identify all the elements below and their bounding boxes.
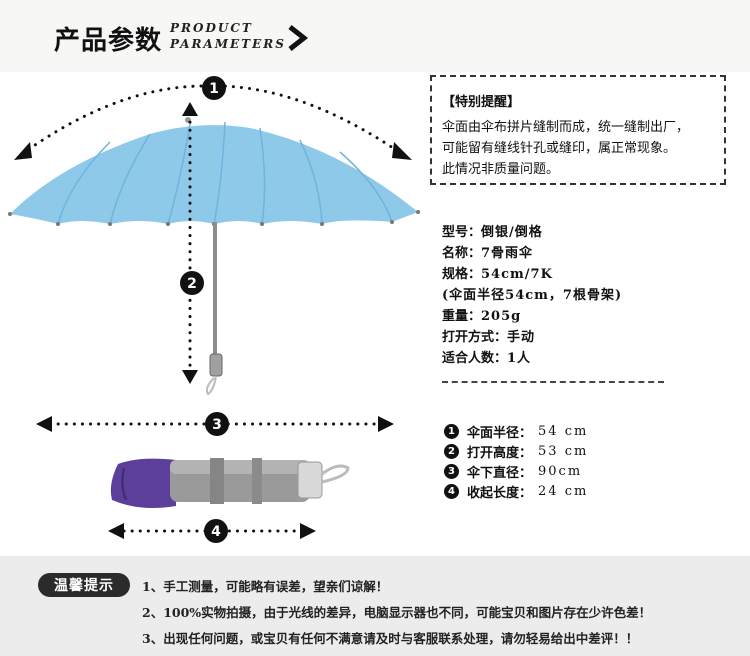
spec-row: 名称：7骨雨伞 (442, 243, 732, 264)
dimension-row: 3 伞下直径： 90cm (444, 461, 588, 481)
folded-umbrella (110, 458, 350, 508)
tips-badge: 温馨提示 (38, 573, 130, 597)
notice-box: 【特别提醒】 伞面由伞布拼片缝制而成，统一缝制出厂， 可能留有缝线针孔或缝印，属… (430, 75, 726, 185)
dimension-row: 2 打开高度： 53 cm (444, 441, 588, 461)
spec-value: 205g (481, 309, 522, 324)
dimension-value: 90cm (538, 463, 583, 479)
marker-1-label: 1 (209, 81, 219, 97)
dimension-label: 打开高度： (467, 445, 533, 461)
spec-value: 1人 (507, 351, 532, 366)
title-en-line2: PARAMETERS (170, 37, 286, 51)
marker-3 (205, 412, 229, 436)
marker-4 (204, 519, 228, 543)
spec-key: 打开方式： (442, 330, 508, 345)
marker-3-label: 3 (212, 417, 222, 433)
spec-row: 型号：倒银/倒格 (442, 222, 732, 243)
spec-key: 重量： (442, 309, 482, 324)
spec-key: 型号： (442, 225, 482, 240)
divider (442, 381, 664, 383)
footer-tips: 温馨提示 1、手工测量，可能略有误差，望亲们谅解！ 2、100%实物拍摄，由于光… (0, 556, 750, 656)
dimension-list: 1 伞面半径： 54 cm 2 打开高度： 53 cm 3 伞下直径： 90cm 4 收起长度… (444, 421, 588, 501)
spec-value: (伞面半径54cm，7根骨架) (442, 288, 623, 303)
tip-line: 2、100%实物拍摄，由于光线的差异，电脑显示器也不同，可能宝贝和图片存在少许色… (142, 605, 652, 620)
spec-list: 型号：倒银/倒格 名称：7骨雨伞 规格：54cm/7K (伞面半径54cm，7根… (442, 222, 732, 369)
dimension-value: 24 cm (538, 483, 589, 499)
dimension-label: 伞面半径： (467, 425, 533, 441)
spec-row: 重量：205g (442, 306, 732, 327)
umbrella-figure: 1 2 3 (8, 76, 420, 543)
number-badge: 3 (444, 463, 459, 479)
spec-row: 适合人数：1人 (442, 348, 732, 369)
marker-1 (202, 76, 226, 100)
spec-row: 打开方式：手动 (442, 327, 732, 348)
tip-line: 3、出现任何问题，或宝贝有任何不满意请及时与客服联系处理，请勿轻易给出中差评！！ (142, 631, 639, 646)
spec-row: (伞面半径54cm，7根骨架) (442, 285, 732, 306)
tip-line: 1、手工测量，可能略有误差，望亲们谅解！ (142, 579, 389, 594)
notice-line: 此情况非质量问题。 (442, 162, 560, 177)
umbrella-shaft (205, 222, 223, 396)
notice-title: 【特别提醒】 (442, 95, 521, 110)
number-badge: 4 (444, 483, 459, 499)
spec-key: 名称： (442, 246, 482, 261)
diameter-arrow (36, 416, 394, 432)
notice-line: 伞面由伞布拼片缝制而成，统一缝制出厂， (442, 120, 690, 135)
marker-4-label: 4 (211, 524, 221, 540)
spec-key: 规格： (442, 267, 482, 282)
marker-2 (180, 271, 204, 295)
number-badge: 1 (444, 423, 459, 439)
spec-value: 手动 (507, 330, 536, 345)
chevron-right-icon (288, 25, 309, 51)
height-arrow (182, 102, 198, 384)
page-title: 产品参数 (54, 26, 163, 56)
spec-value: 倒银/倒格 (481, 225, 543, 240)
dimension-row: 4 收起长度： 24 cm (444, 481, 588, 501)
dimension-value: 53 cm (538, 443, 589, 459)
page-title-en: PRODUCT PARAMETERS (170, 20, 286, 52)
number-badge: 2 (444, 443, 459, 459)
umbrella-canopy (8, 117, 420, 226)
dimension-label: 收起长度： (467, 485, 533, 501)
spec-value: 54cm/7K (481, 267, 553, 282)
spec-key: 适合人数： (442, 351, 508, 366)
title-en-line1: PRODUCT (170, 21, 253, 35)
notice-line: 可能留有缝线针孔或缝印，属正常现象。 (442, 141, 677, 156)
spec-value: 7骨雨伞 (481, 246, 534, 261)
spec-row: 规格：54cm/7K (442, 264, 732, 285)
header: 产品参数 PRODUCT PARAMETERS (0, 0, 750, 72)
marker-2-label: 2 (187, 276, 197, 292)
dimension-value: 54 cm (538, 423, 589, 439)
dimension-row: 1 伞面半径： 54 cm (444, 421, 588, 441)
dimension-label: 伞下直径： (467, 465, 533, 481)
